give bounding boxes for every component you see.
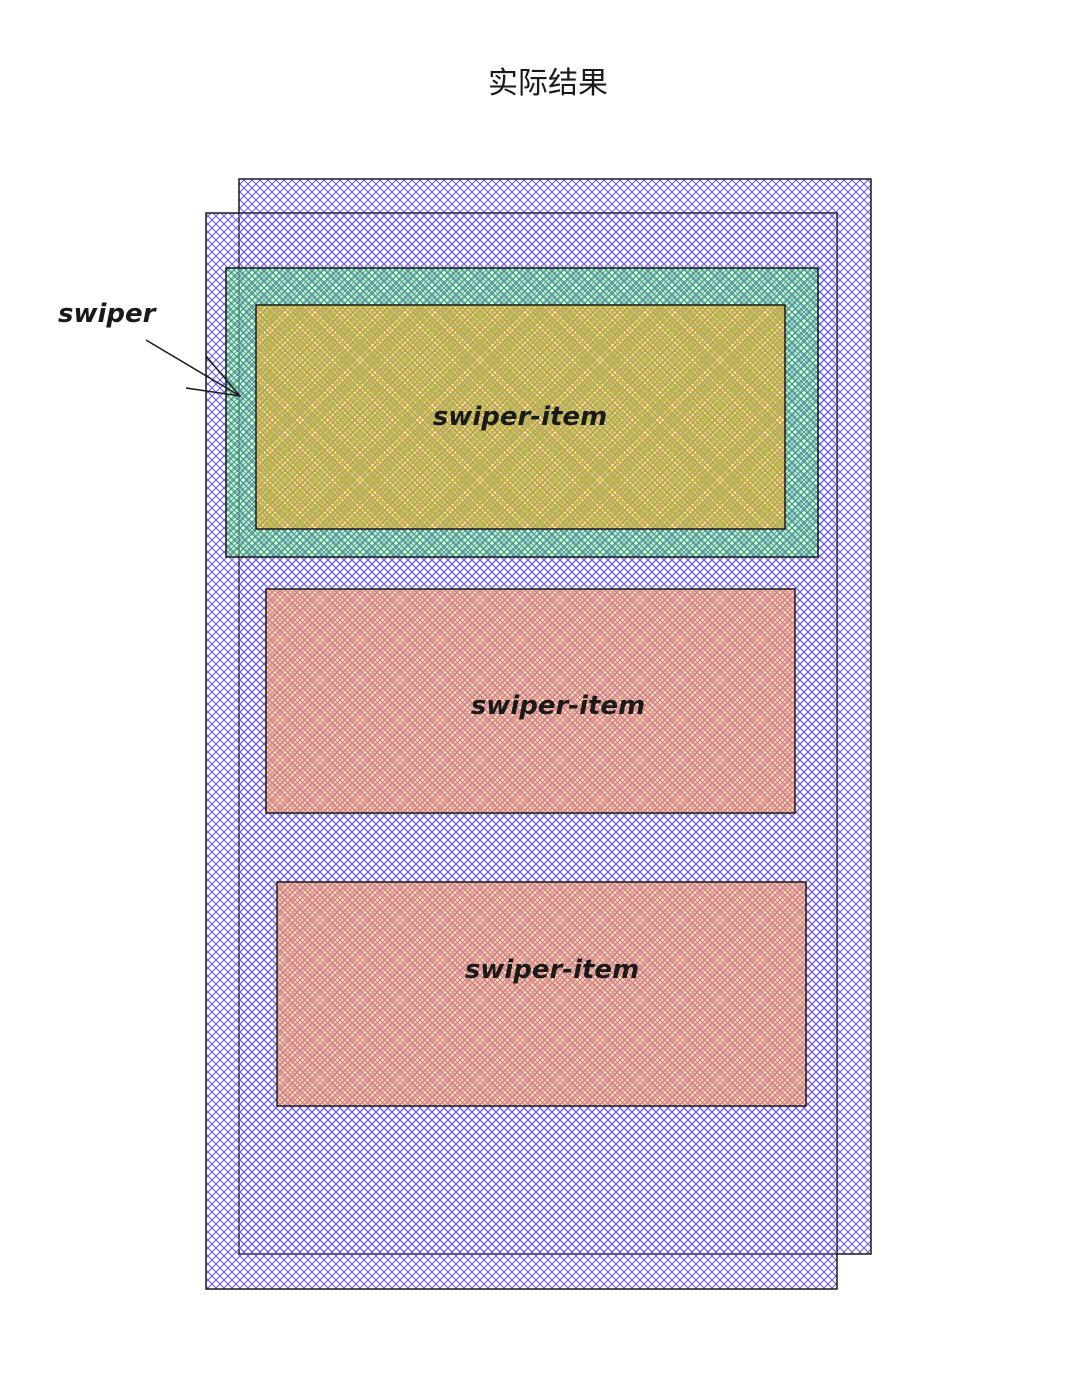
swiper-item-1-label: swiper-item [433,402,607,432]
swiper-item-3-label: swiper-item [465,955,639,985]
swiper-item-2 [265,588,796,814]
swiper-item-3 [276,881,807,1107]
swiper-item-2-label: swiper-item [471,691,645,721]
swiper-item-1 [255,304,786,530]
swiper-label: swiper [58,299,158,329]
annotation-arrow [145,339,242,398]
diagram-title: 实际结果 [488,66,608,101]
